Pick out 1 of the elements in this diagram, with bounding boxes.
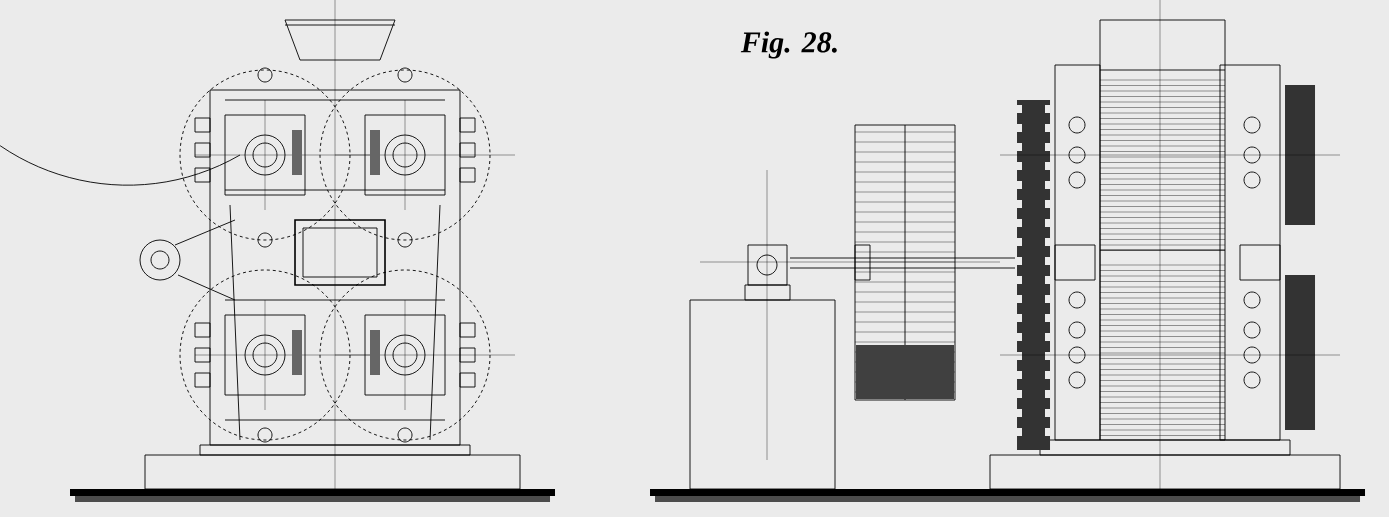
figure-title: Fig. 28.	[740, 31, 837, 59]
